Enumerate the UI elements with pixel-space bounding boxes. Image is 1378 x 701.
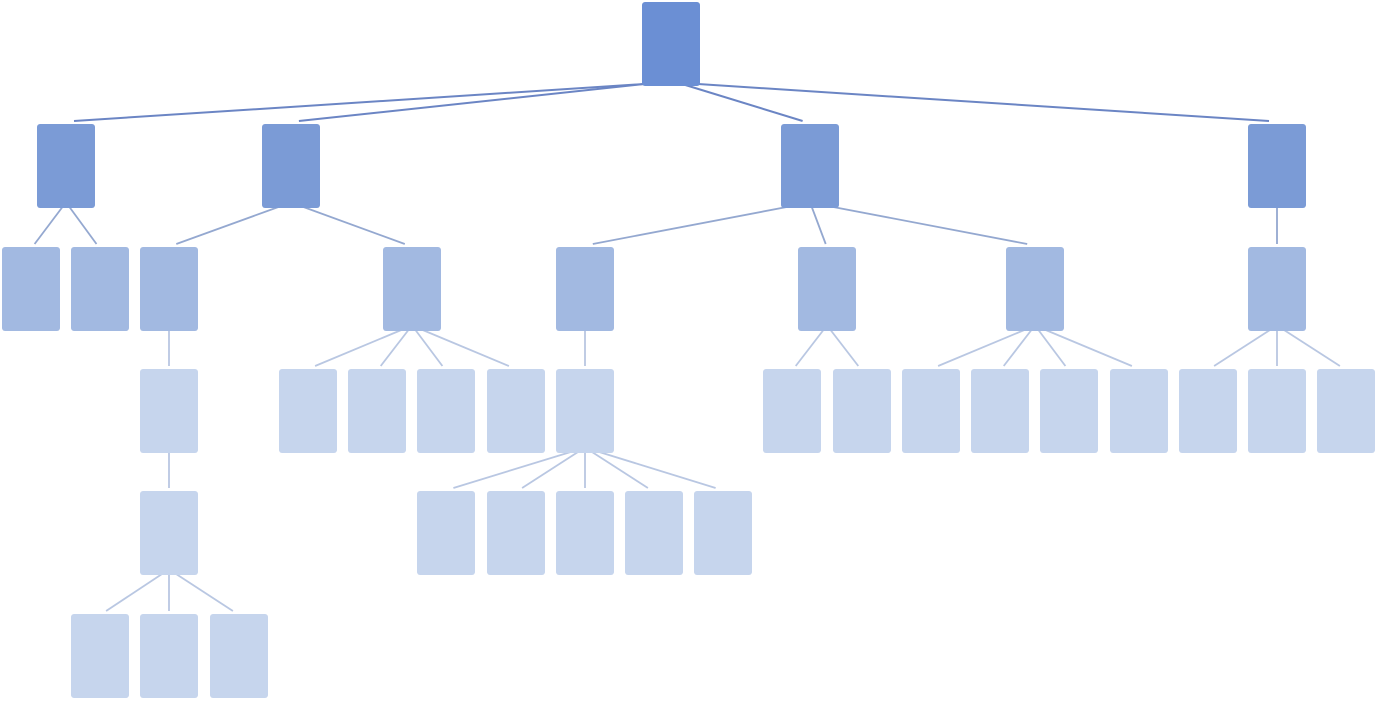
- tree-edge: [67, 205, 98, 245]
- tree-node: [210, 614, 268, 698]
- tree-edge: [1213, 328, 1272, 367]
- tree-node: [556, 247, 614, 331]
- tree-edge: [1002, 328, 1033, 367]
- tree-node: [763, 369, 821, 453]
- tree-node: [279, 369, 337, 453]
- tree-node: [1317, 369, 1375, 453]
- tree-edge: [33, 205, 64, 245]
- tree-node: [140, 614, 198, 698]
- tree-node: [1006, 247, 1064, 331]
- tree-node: [2, 247, 60, 331]
- tree-node: [140, 491, 198, 575]
- tree-edge: [697, 83, 1270, 122]
- tree-edge: [379, 328, 410, 367]
- tree-node: [71, 247, 129, 331]
- tree-edge: [300, 205, 406, 245]
- tree-edge: [419, 328, 510, 367]
- tree-node: [556, 491, 614, 575]
- tree-edge: [681, 83, 803, 122]
- tree-node: [1248, 124, 1306, 208]
- tree-edge: [413, 328, 444, 367]
- tree-edge: [298, 83, 645, 122]
- tree-node: [1248, 369, 1306, 453]
- tree-edge: [810, 205, 827, 245]
- tree-node: [348, 369, 406, 453]
- tree-edge: [105, 572, 164, 612]
- tree-node: [383, 247, 441, 331]
- tree-edge: [595, 450, 716, 489]
- tree-edge: [73, 83, 645, 122]
- tree-edge: [937, 328, 1028, 367]
- tree-node: [971, 369, 1029, 453]
- tree-edge: [314, 328, 405, 367]
- tree-edge: [453, 450, 575, 489]
- tree-edge: [829, 328, 860, 367]
- tree-node: [625, 491, 683, 575]
- tree-node: [694, 491, 752, 575]
- tree-node: [417, 491, 475, 575]
- tree-node: [140, 369, 198, 453]
- tree-edge: [590, 450, 649, 489]
- tree-node: [71, 614, 129, 698]
- tree-edge: [592, 205, 793, 245]
- tree-edge: [827, 205, 1028, 245]
- tree-node: [1179, 369, 1237, 453]
- tree-edge: [1036, 328, 1067, 367]
- tree-node: [262, 124, 320, 208]
- tree-node: [487, 491, 545, 575]
- tree-edge: [521, 450, 580, 489]
- tree-node: [781, 124, 839, 208]
- tree-node: [902, 369, 960, 453]
- tree-root-node: [642, 2, 700, 86]
- tree-edge: [1042, 328, 1133, 367]
- edges-layer: [33, 83, 1341, 612]
- tree-node: [487, 369, 545, 453]
- tree-node: [37, 124, 95, 208]
- tree-node: [1248, 247, 1306, 331]
- tree-node: [417, 369, 475, 453]
- tree-node: [556, 369, 614, 453]
- tree-edge: [174, 572, 234, 612]
- tree-node: [1110, 369, 1168, 453]
- tree-node: [140, 247, 198, 331]
- tree-edge: [175, 205, 282, 245]
- tree-edge: [1282, 328, 1341, 367]
- tree-node: [798, 247, 856, 331]
- tree-node: [833, 369, 891, 453]
- tree-node: [1040, 369, 1098, 453]
- tree-edge: [794, 328, 825, 367]
